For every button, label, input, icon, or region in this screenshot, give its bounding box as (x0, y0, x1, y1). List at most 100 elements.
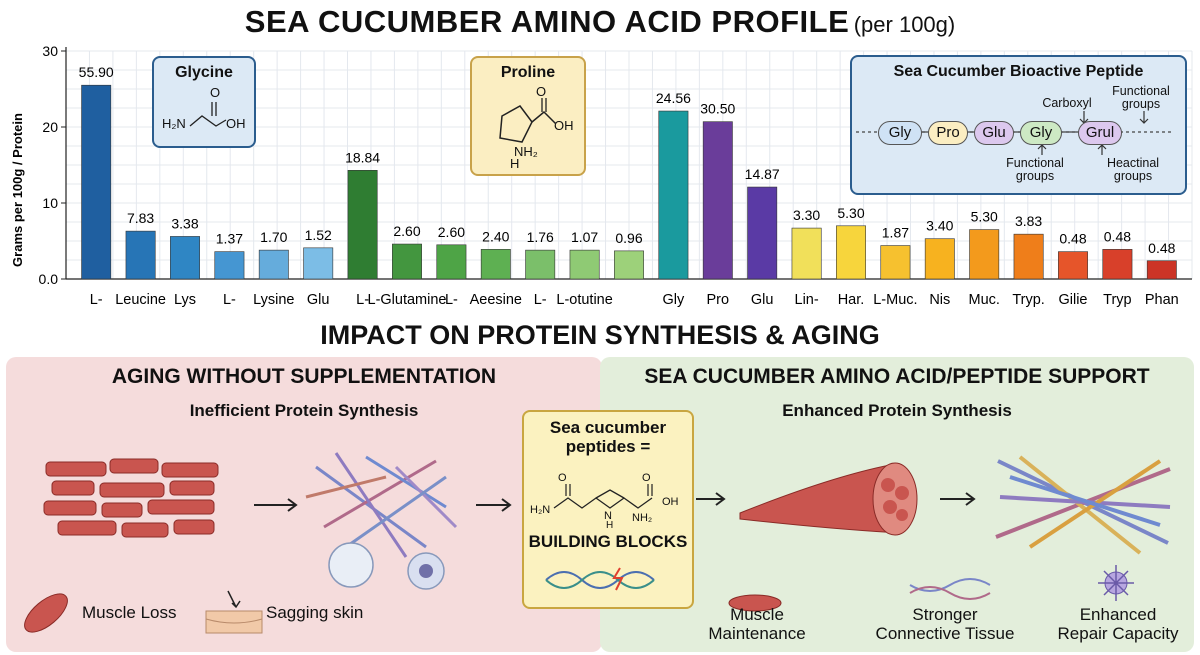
bar (1058, 251, 1088, 280)
repair-capacity-label: Enhanced Repair Capacity (1048, 605, 1188, 643)
peptide-carboxyl-label: Carboxyl (1042, 96, 1092, 110)
data-label: 55.90 (79, 64, 114, 80)
bioactive-peptide-callout: Sea Cucumber Bioactive Peptide Gly Pro G… (850, 55, 1187, 195)
peptide-node-gly-2: Gly (1020, 121, 1062, 145)
data-label: 0.96 (615, 230, 642, 246)
fragmented-collagen-icon (305, 452, 458, 558)
peptide-heactinal-label: Heactinal groups (1106, 156, 1160, 183)
x-tick-label: Tryp. (1012, 292, 1045, 308)
building-blocks-label: BUILDING BLOCKS (528, 532, 688, 551)
center-line2: peptides = (565, 437, 651, 456)
proline-structure-icon (499, 98, 557, 143)
data-label: 1.70 (260, 229, 287, 245)
repair-cell-icon (1098, 565, 1134, 601)
glycine-oh: OH (226, 116, 246, 131)
aging-panel: AGING WITHOUT SUPPLEMENTATION Inefficien… (6, 357, 602, 652)
bar (658, 110, 689, 280)
x-tick-label: Pro (707, 292, 730, 308)
data-label: 2.60 (393, 223, 420, 239)
data-label: 1.52 (305, 227, 332, 243)
peptide-functional-bottom-label: Functional groups (1006, 156, 1064, 183)
sagging-skin-icon (205, 590, 263, 634)
center-h2n: H₂N (530, 504, 551, 516)
x-tick-label: L-Muc. (873, 292, 917, 308)
glycine-o: O (210, 85, 221, 100)
x-tick-label: Gilie (1058, 292, 1087, 308)
y-tick-label: 10 (42, 195, 58, 211)
data-label: 3.83 (1015, 213, 1042, 229)
glycine-h2n: H₂N (162, 116, 186, 131)
bar (791, 227, 822, 280)
data-label: 1.76 (527, 229, 554, 245)
bar (170, 236, 200, 280)
x-tick-label: Gly (663, 292, 686, 308)
healthy-muscle-icon (739, 462, 918, 536)
x-tick-label: L- (356, 292, 369, 308)
data-label: 2.60 (438, 224, 465, 240)
connective-tissue-line1: Stronger (912, 605, 978, 624)
strong-collagen-icon (995, 455, 1171, 555)
x-tick-label: L- (223, 292, 236, 308)
support-heading: SEA CUCUMBER AMINO ACID/PEPTIDE SUPPORT (644, 365, 1150, 388)
x-tick-label: Nis (929, 292, 950, 308)
proline-nh2: NH₂ (514, 144, 538, 159)
data-label: 1.37 (216, 231, 243, 247)
dna-helix-icon (545, 571, 655, 589)
center-nh2: NH₂ (632, 512, 653, 524)
x-tick-label: Tryp (1103, 292, 1131, 308)
bar (1146, 260, 1177, 280)
x-tick-label: Leucine (115, 292, 166, 308)
data-label: 18.84 (345, 149, 380, 165)
repair-capacity-line2: Repair Capacity (1057, 624, 1179, 643)
data-label: 5.30 (837, 205, 864, 221)
bar (836, 225, 866, 280)
x-tick-label: L-Glutamine (368, 292, 447, 308)
x-tick-label: Phan (1145, 292, 1179, 308)
chart-title: SEA CUCUMBER AMINO ACID PROFILE (per 100… (0, 4, 1200, 40)
glycine-callout: Glycine O H₂N OH (152, 56, 256, 148)
peptide-title: Sea Cucumber Bioactive Peptide (893, 63, 1144, 80)
bar (81, 84, 112, 280)
proline-h: H (510, 156, 520, 171)
center-n: N (604, 510, 612, 522)
x-tick-label: Lys (174, 292, 196, 308)
x-tick-label: Lin- (795, 292, 819, 308)
data-label: 24.56 (656, 90, 691, 106)
x-tick-label: Glu (751, 292, 774, 308)
data-label: 14.87 (745, 166, 780, 182)
x-tick-label: L- (90, 292, 103, 308)
bar (125, 230, 156, 280)
bar (569, 249, 600, 280)
data-label: 1.07 (571, 229, 598, 245)
center-oh: OH (662, 496, 679, 508)
y-tick-label: 30 (42, 43, 58, 59)
peptide-node-grul: Grul (1078, 121, 1122, 145)
impact-title: IMPACT ON PROTEIN SYNTHESIS & AGING (320, 320, 880, 350)
x-tick-label: L- (445, 292, 458, 308)
bar (303, 247, 334, 280)
center-o-left: O (558, 472, 567, 484)
proline-callout: Proline O OH NH₂ H (470, 56, 586, 176)
glycine-title: Glycine (175, 64, 233, 81)
y-tick-label: 0.0 (39, 271, 59, 287)
x-tick-label: Har. (838, 292, 865, 308)
bar (392, 243, 422, 280)
damaged-tissue-illustration (24, 452, 512, 634)
peptide-functional-top-label: Functional groups (1112, 84, 1170, 111)
healthy-tissue-illustration (696, 455, 1171, 612)
chart-bars (81, 84, 1177, 280)
data-label: 0.48 (1148, 240, 1175, 256)
bar (525, 249, 556, 280)
bar (347, 170, 378, 280)
title-main: SEA CUCUMBER AMINO ACID PROFILE (244, 4, 850, 39)
proline-oh: OH (554, 118, 574, 133)
proline-o: O (536, 84, 547, 99)
bar (924, 238, 955, 280)
data-label: 3.30 (793, 207, 820, 223)
data-label: 5.30 (971, 209, 998, 225)
muscle-loss-label: Muscle Loss (82, 603, 177, 622)
bar (436, 244, 467, 280)
data-label: 0.48 (1104, 228, 1131, 244)
